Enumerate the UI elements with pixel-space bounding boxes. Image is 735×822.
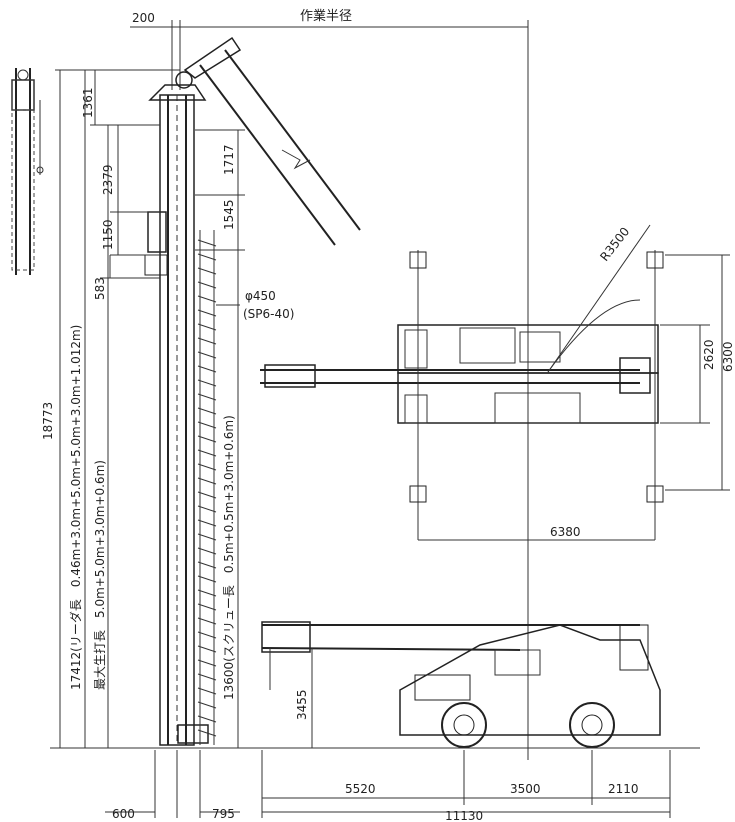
dim-6300: 6300 — [721, 341, 735, 372]
screw-auger — [197, 230, 217, 745]
dim-2379: 2379 — [101, 164, 115, 195]
dim-600: 600 — [112, 807, 135, 821]
dim-3500: 3500 — [510, 782, 541, 796]
dim-1717: 1717 — [222, 144, 236, 175]
screw-length-label: 13600(スクリュー長 0.5m+0.5m+3.0m+0.6m) — [222, 415, 236, 700]
dim-200: 200 — [132, 11, 155, 25]
crane-side-view — [261, 621, 661, 748]
crane-plan-view — [260, 224, 664, 540]
dim-583: 583 — [93, 277, 107, 300]
dim-1150: 1150 — [101, 219, 115, 250]
leader-mast — [144, 71, 209, 746]
dim-2110: 2110 — [608, 782, 639, 796]
dim-795: 795 — [212, 807, 235, 821]
dim-11130: 11130 — [445, 809, 483, 822]
hammer-detail — [11, 68, 44, 275]
leader-length-label: 17412(リーダ長 0.46m+3.0m+5.0m+5.0m+3.0m+1.0… — [68, 325, 83, 690]
dim-1545: 1545 — [222, 199, 236, 230]
dim-3455: 3455 — [295, 689, 309, 720]
dim-5520: 5520 — [345, 782, 376, 796]
dim-1361: 1361 — [81, 87, 95, 118]
pile-length-label: 最大生打長 5.0m+5.0m+3.0m+0.6m) — [93, 460, 107, 690]
auger-model: (SP6-40) — [243, 307, 294, 321]
working-radius-title: 作業半径 — [300, 8, 352, 24]
boom-raised — [183, 36, 361, 246]
dim-2620: 2620 — [702, 339, 716, 370]
auger-diameter: φ450 — [245, 289, 276, 303]
dim-6380: 6380 — [550, 525, 581, 539]
dim-18773: 18773 — [41, 402, 55, 440]
